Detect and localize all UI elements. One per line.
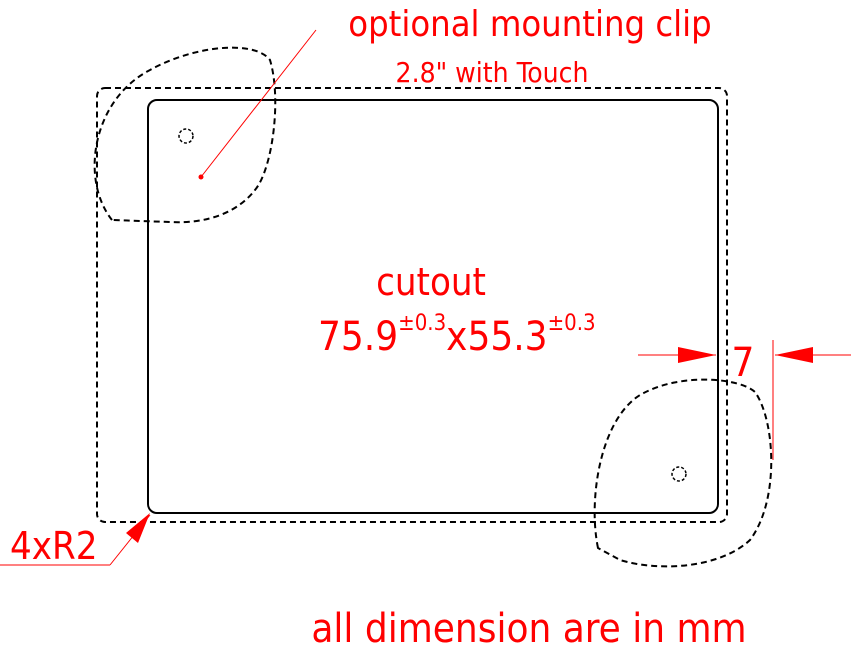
dimension-arrow-left: [678, 347, 716, 363]
touch-outline-dashed: [96, 87, 728, 523]
cutout-width: 75.9: [318, 314, 398, 360]
mounting-clip-label: optional mounting clip: [348, 4, 711, 45]
units-note: all dimension are in mm: [311, 606, 746, 649]
mounting-clip-top-left: [93, 46, 277, 224]
dimension-arrow-right: [775, 347, 813, 363]
mounting-hole-bottom-right: [671, 466, 687, 482]
cutout-width-tolerance: ±0.3: [398, 311, 446, 336]
cutout-height: 55.3: [467, 314, 547, 360]
cutout-separator: x: [446, 314, 467, 360]
cutout-height-tolerance: ±0.3: [548, 311, 596, 336]
clip-offset-label: 7: [732, 340, 755, 386]
clip-leader-line: [200, 29, 317, 178]
cutout-dimensions: 75.9±0.3x55.3±0.3: [318, 311, 596, 360]
cutout-outline: [147, 99, 719, 514]
mounting-hole-top-left: [178, 128, 194, 144]
corner-radius-label: 4xR2: [10, 524, 97, 568]
clip-leader-dot: [198, 174, 204, 180]
touch-variant-label: 2.8" with Touch: [396, 56, 589, 89]
cutout-title: cutout: [376, 260, 486, 304]
radius-arrow: [126, 513, 150, 543]
mounting-clip-bottom-right: [593, 378, 773, 568]
